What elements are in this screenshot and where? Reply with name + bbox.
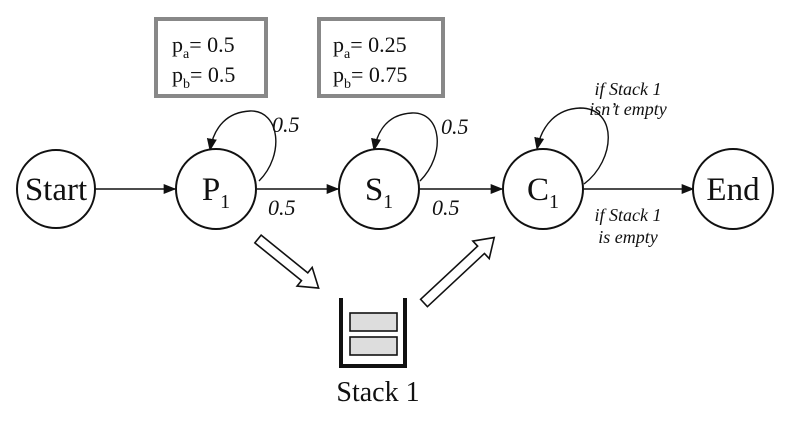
label-s1-loop: 0.5 [441,114,469,139]
stack-item-top [349,312,398,332]
p1-pa-text: pa= 0.5 [172,32,235,62]
svg-text:End: End [706,172,760,208]
node-end: End [692,148,774,230]
cond-end-line1: if Stack 1 [595,205,662,225]
cond-end-line2: is empty [598,227,657,247]
prob-box-p1: pa= 0.5 pb= 0.5 [154,17,268,98]
s1-pa-text: pa= 0.25 [333,32,407,62]
svg-text:Start: Start [25,172,87,208]
loop-c1 [534,107,609,185]
svg-text:C1: C1 [527,172,559,213]
loop-s1 [371,112,438,182]
p1-pb-text: pb= 0.5 [172,62,235,92]
svg-text:P1: P1 [202,172,230,213]
stack-label: Stack 1 [336,377,419,408]
prob-box-s1: pa= 0.25 pb= 0.75 [317,17,445,98]
s1-pb-text: pb= 0.75 [333,62,407,92]
node-p1: P1 [175,148,257,230]
pop-arrow [419,236,496,308]
label-p1-to-s1: 0.5 [268,195,296,220]
node-start: Start [16,149,96,229]
node-s1: S1 [338,148,420,230]
cond-loop-line1: if Stack 1 [595,79,662,99]
push-arrow [253,233,320,289]
node-c1: C1 [502,148,584,230]
cond-loop-line2: isn’t empty [589,99,666,119]
svg-text:S1: S1 [365,172,393,213]
stack-item-bottom [349,336,398,356]
label-p1-loop: 0.5 [272,112,300,137]
loop-p1 [206,110,277,182]
stack-container [339,298,407,368]
label-s1-to-c1: 0.5 [432,195,460,220]
